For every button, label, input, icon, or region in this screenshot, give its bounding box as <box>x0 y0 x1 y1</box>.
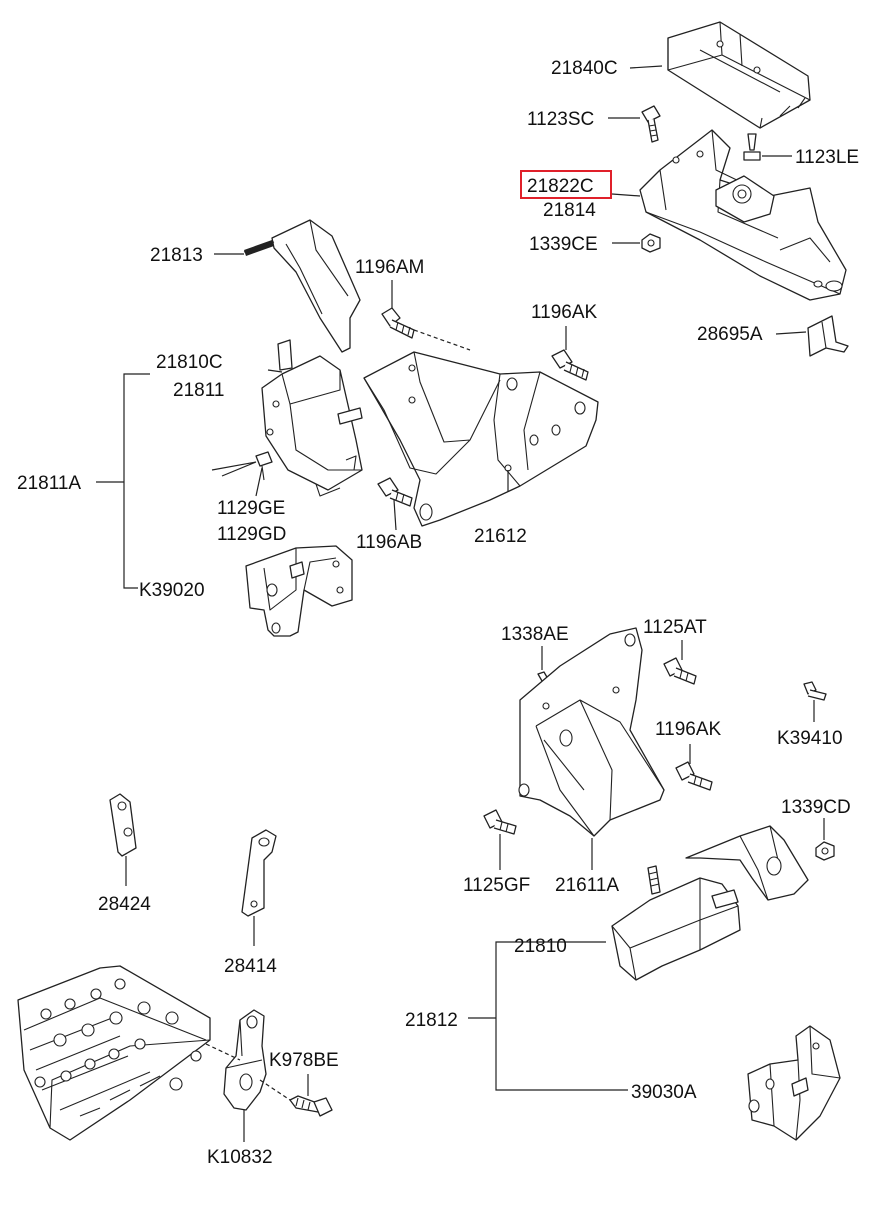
bolt-1125GF[interactable] <box>483 809 517 835</box>
part-28424-plate[interactable] <box>109 793 137 857</box>
label-1339CE: 1339CE <box>529 234 598 255</box>
label-1196AB: 1196AB <box>356 532 422 553</box>
label-21811A: 21811A <box>17 473 81 494</box>
nut-1339CE[interactable] <box>641 233 661 253</box>
label-1196AM: 1196AM <box>355 257 424 278</box>
part-K39020-bracket[interactable] <box>245 545 353 637</box>
part-cylinder-head <box>17 965 211 1141</box>
bolt-1129GE[interactable] <box>255 451 273 481</box>
label-21813: 21813 <box>150 245 203 266</box>
bolt-1196AK-top[interactable] <box>551 349 589 381</box>
part-21810-heat-shield[interactable] <box>685 825 809 901</box>
label-1123SC: 1123SC <box>527 109 594 130</box>
label-1196AK-mid: 1196AK <box>655 719 722 740</box>
label-21611A: 21611A <box>555 875 619 896</box>
bolt-1196AK-mid[interactable] <box>675 761 713 791</box>
label-1129GE: 1129GE <box>217 498 285 519</box>
part-28414-lifting-hook[interactable] <box>241 829 277 917</box>
label-1129GD: 1129GD <box>217 524 286 545</box>
label-1123LE: 1123LE <box>795 147 859 168</box>
part-21840C-cover[interactable] <box>667 21 811 129</box>
bolt-K978BE[interactable] <box>289 1095 333 1117</box>
part-21814-mount-bracket[interactable] <box>639 129 847 301</box>
label-21840C: 21840C <box>551 58 618 79</box>
part-K10832-hook[interactable] <box>223 1009 267 1111</box>
label-21812: 21812 <box>405 1010 458 1031</box>
label-1338AE: 1338AE <box>501 624 569 645</box>
part-21813-heat-shield[interactable] <box>243 219 361 353</box>
label-1125GF: 1125GF <box>463 875 530 896</box>
label-K10832: K10832 <box>207 1147 273 1168</box>
nut-1339CD[interactable] <box>815 841 835 861</box>
part-21612-main-bracket[interactable] <box>363 351 599 527</box>
label-21822C[interactable]: 21822C <box>527 176 594 197</box>
label-1339CD: 1339CD <box>781 797 851 818</box>
part-21810-engine-mount[interactable] <box>611 865 741 981</box>
part-39030A-bracket[interactable] <box>747 1025 841 1141</box>
label-K39020: K39020 <box>139 580 205 601</box>
bolt-1123LE[interactable] <box>743 133 761 161</box>
highlight-box-21822C <box>520 170 612 199</box>
bolt-1196AB[interactable] <box>377 477 413 507</box>
part-21611A-bracket[interactable] <box>518 627 665 837</box>
label-1125AT: 1125AT <box>643 617 707 638</box>
label-21811: 21811 <box>173 380 224 401</box>
label-28695A: 28695A <box>697 324 763 345</box>
bolt-1125AT[interactable] <box>663 657 697 685</box>
label-21810C: 21810C <box>156 352 223 373</box>
label-K978BE: K978BE <box>269 1050 339 1071</box>
bolt-1196AM[interactable] <box>381 307 415 339</box>
label-28424: 28424 <box>98 894 151 915</box>
bolt-K39410[interactable] <box>803 681 827 701</box>
bolt-1123SC[interactable] <box>641 105 661 143</box>
label-21814: 21814 <box>543 200 596 221</box>
label-1196AK-top: 1196AK <box>531 302 598 323</box>
label-K39410: K39410 <box>777 728 843 749</box>
label-28414: 28414 <box>224 956 277 977</box>
label-39030A: 39030A <box>631 1082 697 1103</box>
label-21612: 21612 <box>474 526 527 547</box>
label-21810: 21810 <box>514 936 567 957</box>
part-21811-engine-mount[interactable] <box>261 339 363 497</box>
part-28695A-clip[interactable] <box>807 315 849 357</box>
